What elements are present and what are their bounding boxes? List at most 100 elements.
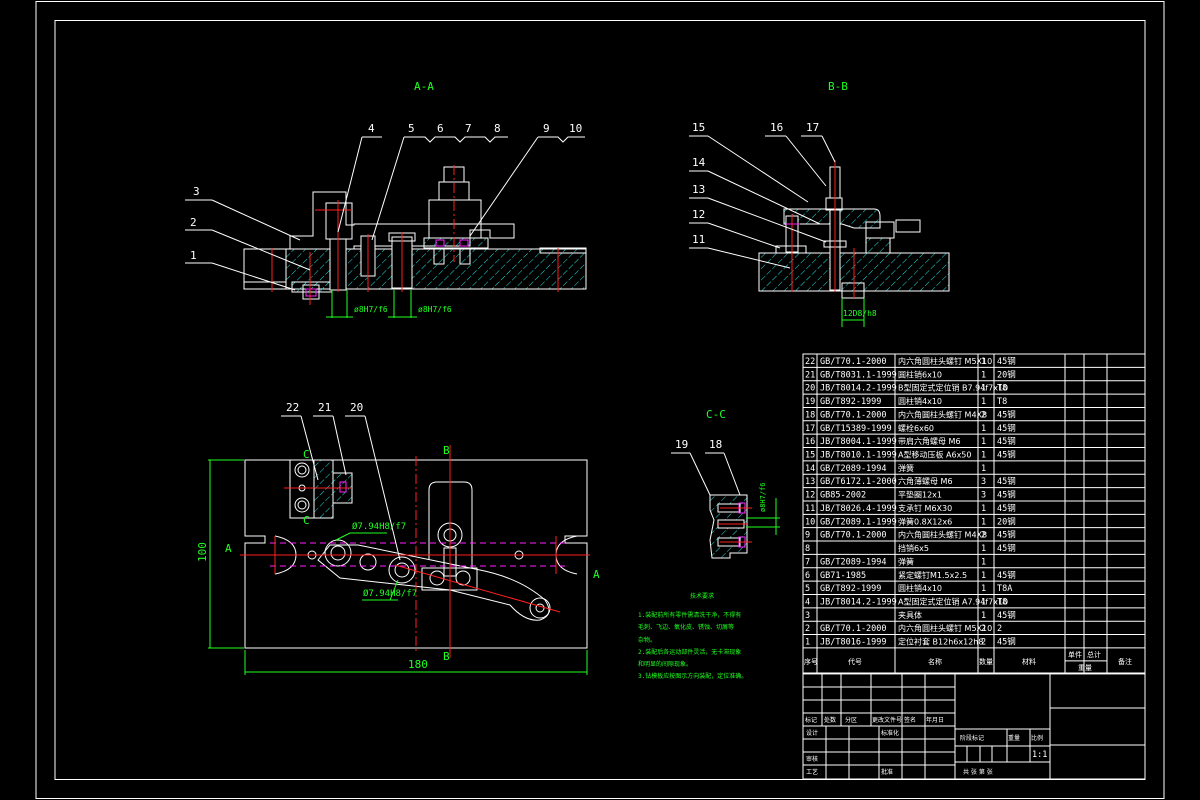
svg-text:16: 16 (770, 121, 783, 134)
svg-text:19: 19 (675, 438, 688, 451)
fit-dimension-cc: ø8H7/f6 (746, 482, 780, 535)
header-code: 代号 (848, 657, 862, 666)
svg-text:180: 180 (408, 658, 428, 671)
fit-dimension-left: ø8H7/f6 (326, 290, 388, 318)
cell-name: 六角薄螺母 M6 (898, 476, 953, 486)
cell-code: JB/T8014.2-1999 (820, 384, 897, 394)
height-dimension: 100 (196, 459, 244, 649)
callouts-plan: 22 21 20 (281, 401, 401, 561)
cell-no: 15 (805, 451, 815, 461)
cell-name: A型移动压板 A6x50 (898, 450, 972, 460)
svg-text:重量: 重量 (1008, 734, 1020, 742)
cell-qty: 1 (981, 424, 986, 434)
cell-no: 22 (805, 357, 815, 367)
svg-text:年月日: 年月日 (926, 716, 944, 724)
callouts-aa: 1 2 3 4 5 6 7 8 9 10 (185, 122, 585, 291)
svg-text:4: 4 (368, 122, 375, 135)
cell-name: 带肩六角螺母 M6 (898, 436, 961, 446)
cell-name: 内六角圆柱头螺钉 M4X8 (898, 530, 987, 540)
cell-name: 圆柱销6x10 (898, 369, 942, 379)
cell-code: GB/T892-1999 (820, 397, 881, 407)
cell-no: 2 (805, 624, 810, 634)
svg-text:3.钻模板应按图示方向装配，定位准确。: 3.钻模板应按图示方向装配，定位准确。 (638, 672, 747, 680)
svg-text:Ø7.94H8/f7: Ø7.94H8/f7 (352, 521, 406, 532)
cell-material: 45钢 (997, 409, 1016, 420)
cell-no: 20 (805, 384, 815, 394)
svg-text:ø8H7/f6: ø8H7/f6 (418, 305, 452, 314)
cell-qty: 1 (981, 517, 986, 527)
cell-qty: 1 (981, 357, 986, 367)
svg-text:21: 21 (318, 401, 331, 414)
cell-name: 弹簧 (898, 463, 914, 473)
svg-text:ø8H7/f6: ø8H7/f6 (354, 305, 388, 314)
cell-name: 螺栓6x60 (898, 423, 934, 433)
cell-code: GB/T892-1999 (820, 584, 881, 594)
svg-text:更改文件号: 更改文件号 (872, 716, 902, 724)
cell-code: JB/T8026.4-1999 (820, 504, 897, 514)
cell-code: GB/T2089-1994 (820, 464, 887, 474)
cell-material: 45钢 (997, 530, 1016, 541)
cell-name: 内六角圆柱头螺钉 M4X8 (898, 409, 987, 419)
fit-dimension-lower: Ø7.94H8/f7 (362, 579, 417, 601)
cell-qty: 1 (981, 597, 986, 607)
cell-qty: 2 (981, 638, 986, 648)
svg-text:100: 100 (196, 542, 209, 562)
section-cc-view: C-C ø8H7/f6 19 18 (671, 408, 780, 559)
svg-text:标准化: 标准化 (881, 729, 899, 737)
cell-material: 45钢 (997, 637, 1016, 648)
cell-material: T8 (997, 597, 1007, 607)
cell-name: 平垫圈12x1 (898, 490, 942, 500)
svg-text:处数: 处数 (824, 716, 836, 724)
svg-text:6: 6 (437, 122, 444, 135)
cell-material: 20钢 (997, 369, 1016, 380)
header-name: 名称 (928, 657, 942, 666)
cell-name: 内六角圆柱头螺钉 M5X10 (898, 356, 992, 366)
header-remark: 备注 (1118, 657, 1132, 666)
svg-text:C: C (303, 448, 310, 461)
cell-code: JB/T8014.2-1999 (820, 597, 897, 607)
cell-material: 45钢 (997, 503, 1016, 514)
svg-text:12D8/h8: 12D8/h8 (843, 309, 877, 318)
svg-text:B: B (443, 444, 450, 457)
cell-no: 11 (805, 504, 815, 514)
svg-text:B: B (443, 650, 450, 663)
cell-no: 5 (805, 584, 810, 594)
cell-qty: 1 (981, 464, 986, 474)
technical-notes: 技术要求 1.装配前所有零件需清洗干净，不得有 毛刺、飞边、氧化皮、锈蚀、切屑等… (638, 592, 747, 680)
header-no: 序号 (804, 657, 818, 666)
cell-material: 45钢 (997, 436, 1016, 447)
cell-code: JB/T8004.1-1999 (820, 437, 897, 447)
cell-code: GB/T70.1-2000 (820, 624, 887, 634)
svg-text:1: 1 (190, 249, 197, 262)
svg-text:设计: 设计 (806, 729, 818, 737)
svg-text:7: 7 (465, 122, 472, 135)
svg-text:9: 9 (543, 122, 550, 135)
cell-no: 12 (805, 491, 815, 501)
cell-no: 4 (805, 597, 810, 607)
cell-no: 19 (805, 397, 815, 407)
outer-border (35, 1, 1165, 799)
cell-qty: 1 (981, 571, 986, 581)
svg-text:A: A (593, 568, 600, 581)
section-bb-title: B-B (828, 80, 848, 93)
svg-text:2.装配后各运动部件灵活，无卡滞现象: 2.装配后各运动部件灵活，无卡滞现象 (638, 648, 741, 656)
svg-text:20: 20 (350, 401, 363, 414)
svg-text:比例: 比例 (1031, 734, 1043, 742)
svg-text:Ø7.94H8/f7: Ø7.94H8/f7 (363, 588, 417, 599)
cell-code: GB71-1985 (820, 571, 866, 581)
cell-code: GB/T8031.1-1999 (820, 370, 897, 380)
cell-qty: 1 (981, 370, 986, 380)
header-weight: 重量 (1078, 664, 1092, 672)
cell-qty: 2 (981, 531, 986, 541)
cell-code: GB85-2002 (820, 491, 866, 501)
